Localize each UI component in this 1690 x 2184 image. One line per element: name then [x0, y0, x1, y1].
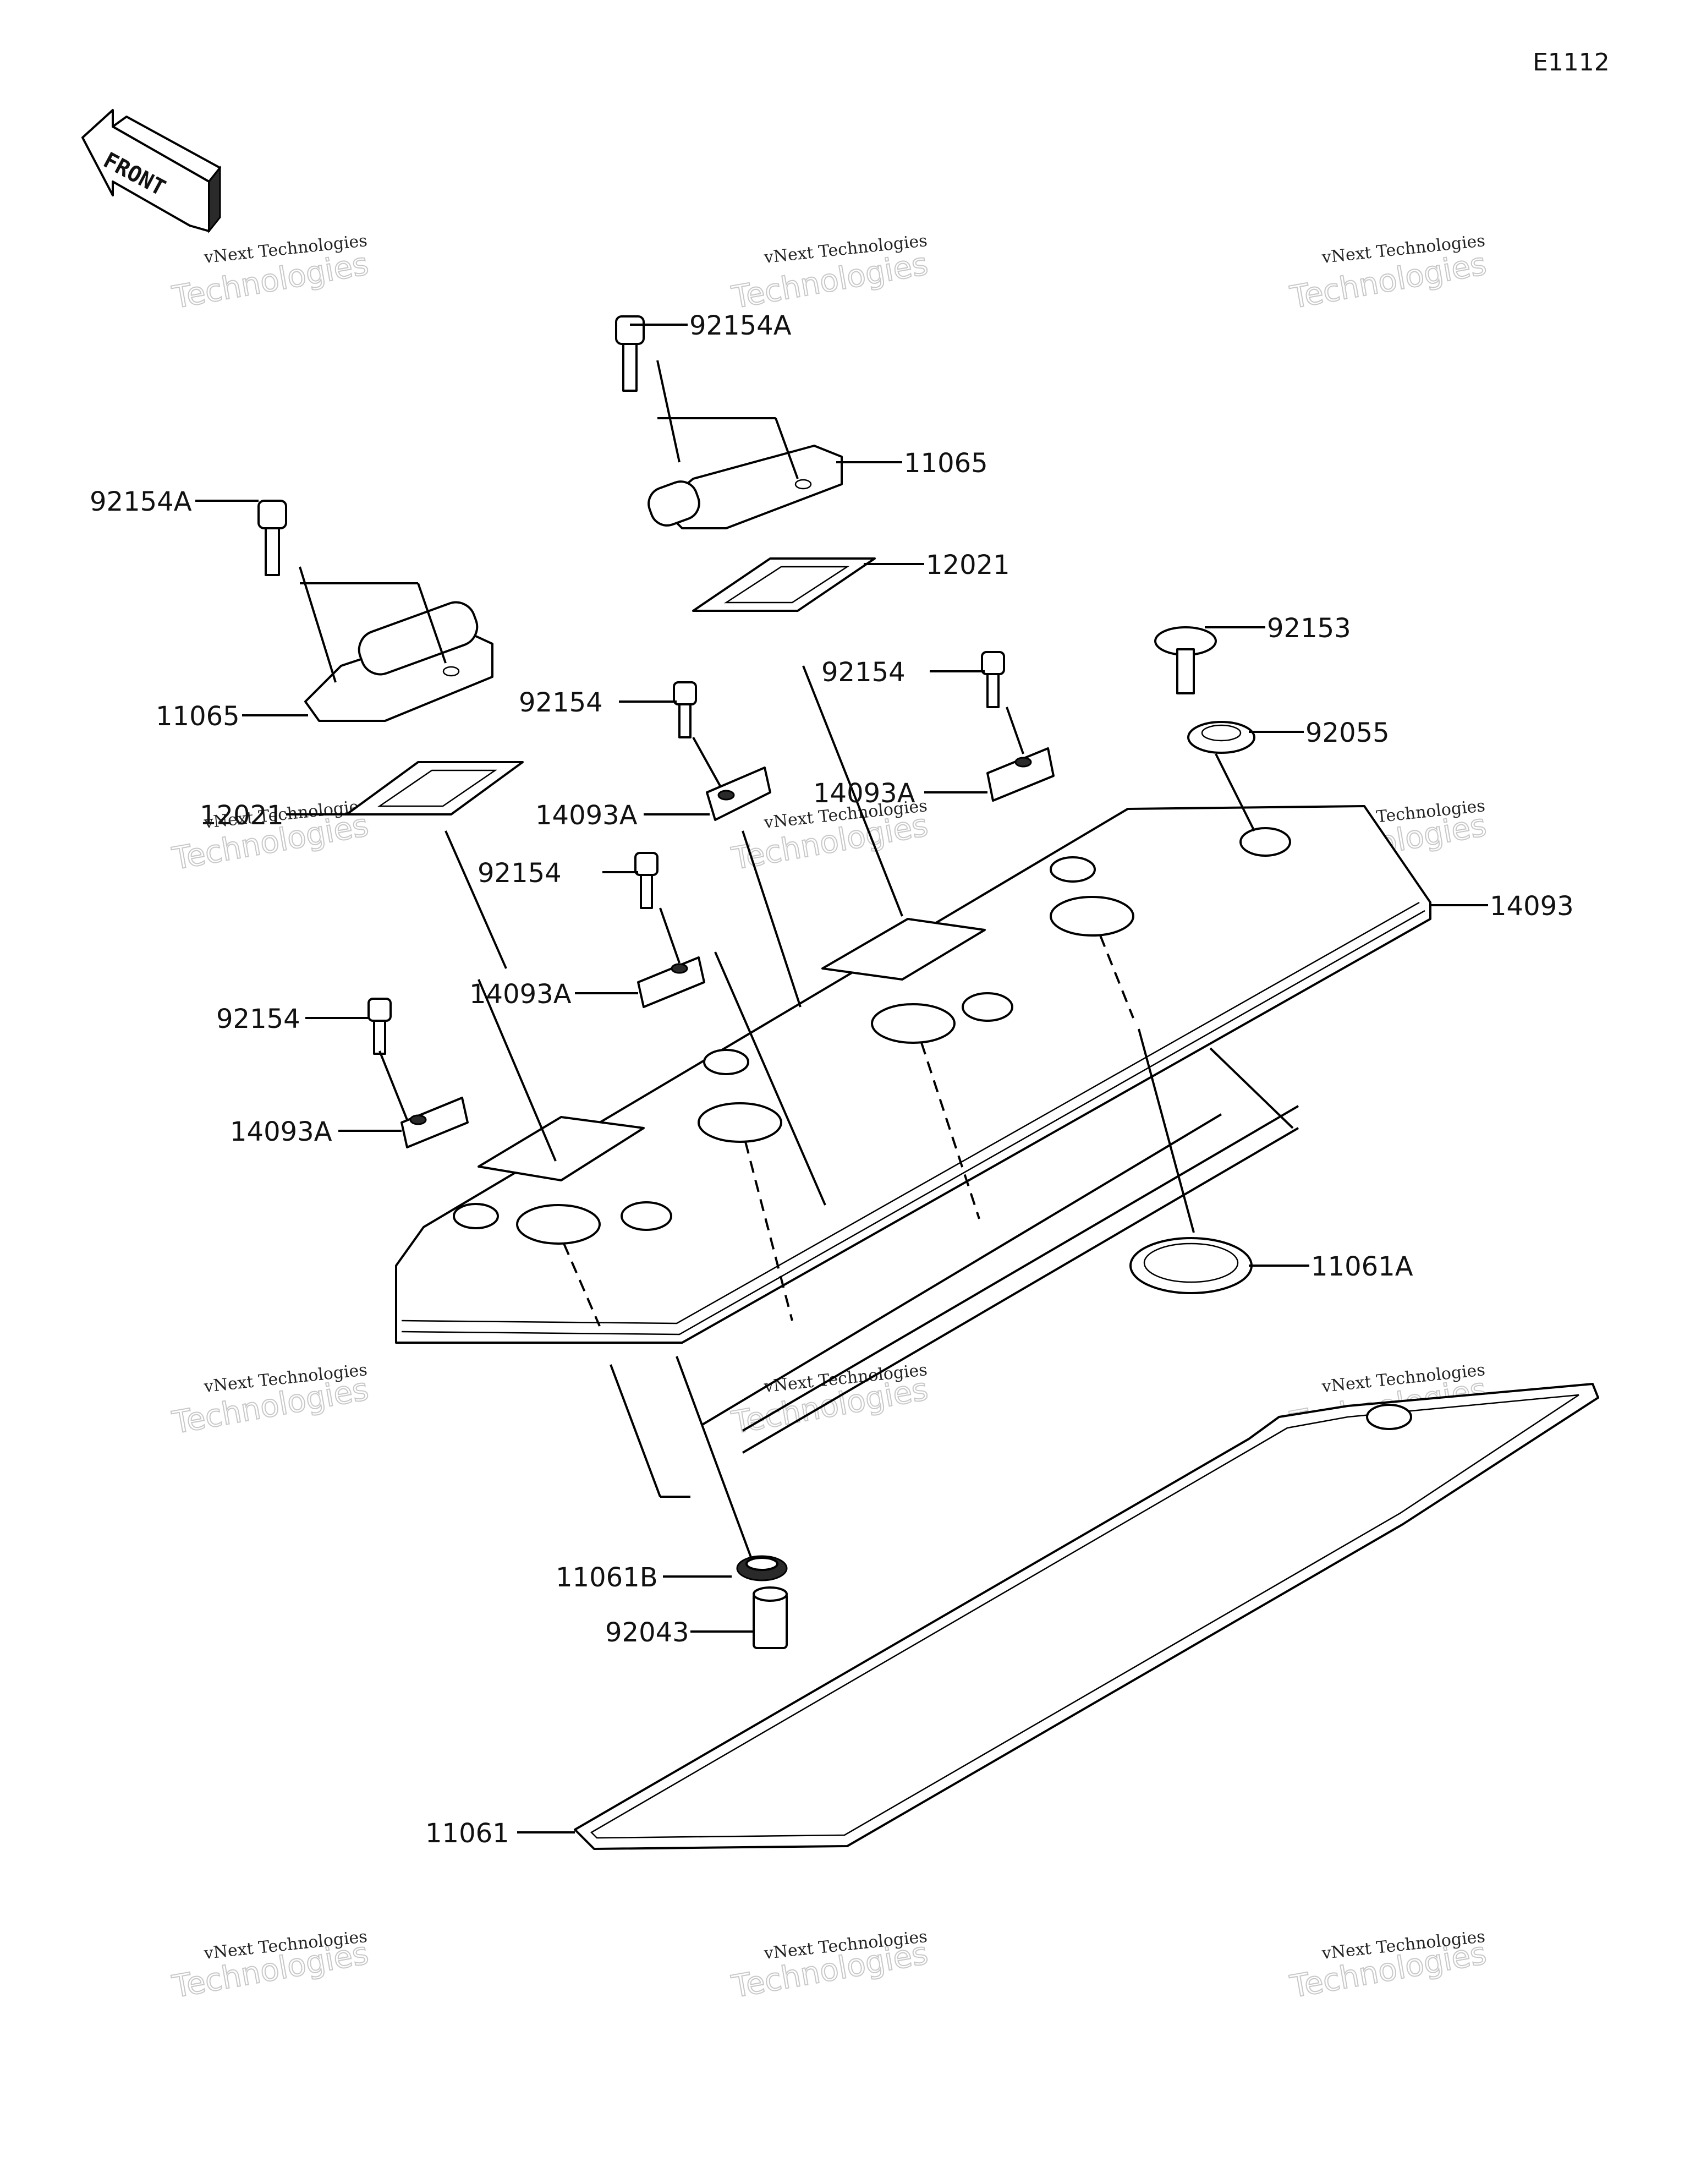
callout-92055: 92055	[1305, 718, 1390, 748]
leader-lines	[195, 324, 1488, 1833]
callout-92043: 92043	[605, 1617, 689, 1648]
callout-11061: 11061	[425, 1818, 509, 1849]
damper-3	[637, 956, 705, 1008]
callout-92154A: 92154A	[90, 486, 192, 517]
callouts: 92154A 11065 92154A 12021 92153 11065 92…	[90, 310, 1574, 1849]
damper-2	[986, 747, 1055, 802]
bolt-92153	[1154, 626, 1217, 694]
callout-11061B: 11061B	[556, 1562, 658, 1593]
gasket-ring-11061A	[1129, 1237, 1253, 1294]
washer-92055	[1187, 721, 1255, 754]
breather-cover-upper	[648, 445, 843, 529]
damper-1	[706, 767, 771, 821]
callout-92154: 92154	[519, 687, 603, 718]
damper-4	[400, 1097, 469, 1148]
callout-92154A: 92154A	[689, 310, 792, 341]
cylinder-head-cover	[395, 805, 1431, 1344]
callout-92153: 92153	[1267, 613, 1351, 644]
callout-11065: 11065	[156, 701, 240, 732]
bolt-92154-c	[634, 852, 659, 909]
callout-92154: 92154	[821, 657, 906, 688]
breather-cover-lower	[304, 601, 493, 722]
bolt-92154A-lower	[257, 500, 287, 576]
callout-92154: 92154	[478, 858, 562, 889]
bolt-92154A-upper	[615, 315, 645, 392]
callout-12021: 12021	[926, 550, 1010, 581]
callout-14093: 14093	[1490, 891, 1574, 922]
callout-11065: 11065	[904, 448, 988, 479]
bolt-92154-b	[981, 651, 1005, 708]
callout-11061A: 11061A	[1311, 1251, 1413, 1282]
seal-11061B	[736, 1555, 788, 1581]
dowel-92043	[753, 1586, 788, 1649]
callout-12021: 12021	[200, 800, 284, 831]
callout-14093A: 14093A	[230, 1116, 332, 1147]
front-arrow-icon: FRONT	[81, 109, 221, 234]
diagram-id: E1112	[1533, 48, 1610, 76]
callout-92154: 92154	[216, 1004, 300, 1034]
cover-gasket-11061	[574, 1383, 1599, 1850]
bolt-92154-a	[673, 681, 697, 738]
callout-14093A: 14093A	[469, 979, 572, 1010]
gasket-lower	[345, 761, 524, 815]
bolt-92154-d	[367, 998, 392, 1055]
gasket-upper	[692, 557, 876, 612]
callout-14093A: 14093A	[813, 778, 915, 809]
callout-14093A: 14093A	[535, 800, 638, 831]
